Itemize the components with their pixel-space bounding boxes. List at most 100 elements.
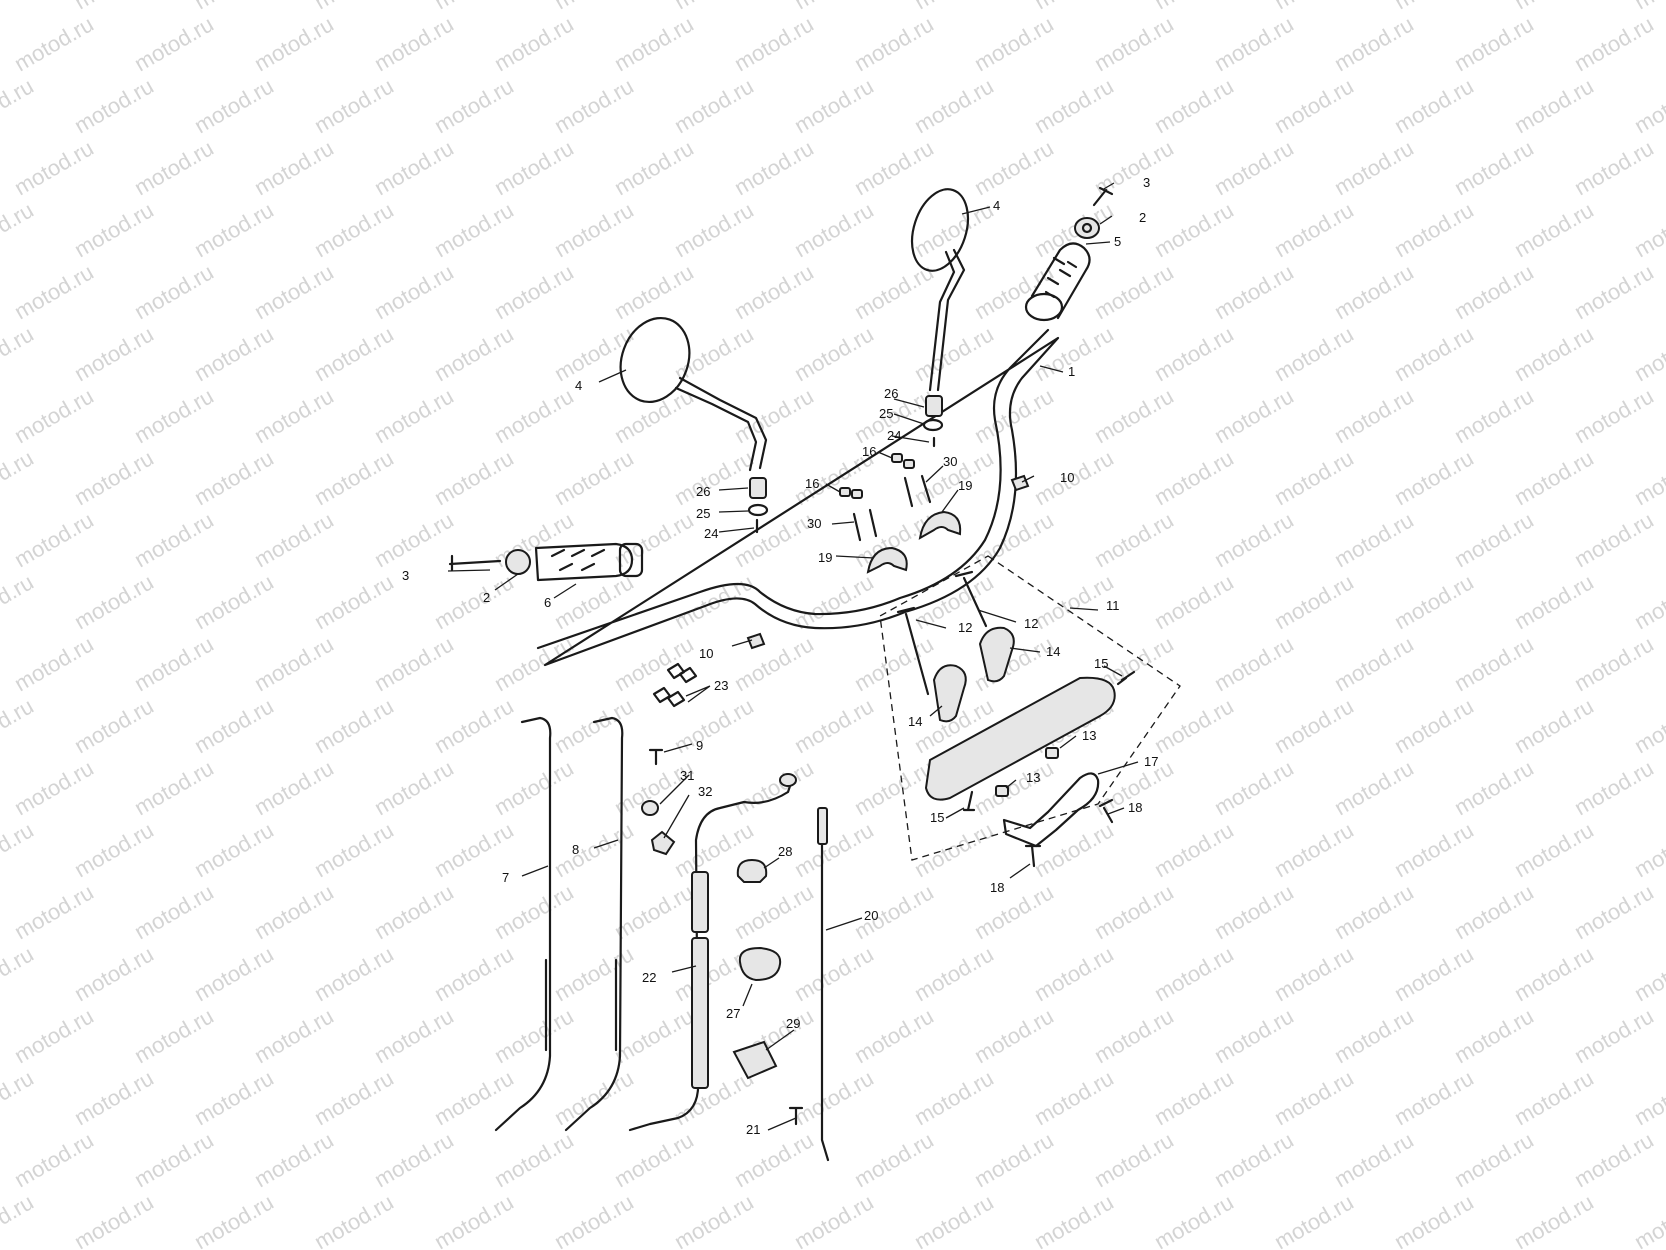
watermark-text: motod.ru <box>190 693 278 758</box>
callout-24-right: 24 <box>887 428 901 443</box>
watermark-text: motod.ru <box>550 321 638 386</box>
watermark-text: motod.ru <box>670 445 758 510</box>
watermark-text: motod.ru <box>1630 445 1666 510</box>
watermark-text: motod.ru <box>250 507 338 572</box>
throttle-cable-8 <box>564 716 624 1132</box>
watermark-text: motod.ru <box>850 1003 938 1068</box>
watermark-text: motod.ru <box>1390 445 1478 510</box>
watermark-text: motod.ru <box>1210 755 1298 820</box>
watermark-text: motod.ru <box>10 755 98 820</box>
watermark-text: motod.ru <box>1630 1189 1666 1250</box>
callout-10-right: 10 <box>1060 470 1074 485</box>
watermark-text: motod.ru <box>490 879 578 944</box>
watermark-text: motod.ru <box>1270 817 1358 882</box>
watermark-text: motod.ru <box>250 383 338 448</box>
clamp-screw-lower-b <box>868 508 878 538</box>
watermark-text: motod.ru <box>1270 941 1358 1006</box>
clamp-nut-right <box>1045 747 1059 759</box>
watermark-text: motod.ru <box>610 1127 698 1192</box>
grommet-31 <box>641 800 660 816</box>
watermark-text: motod.ru <box>1210 135 1298 200</box>
watermark-text: motod.ru <box>10 507 98 572</box>
callout-16-lower: 16 <box>805 476 819 491</box>
watermark-text: motod.ru <box>130 383 218 448</box>
watermark-text: motod.ru <box>430 73 518 138</box>
spacer-lower-b <box>851 489 863 499</box>
watermark-text: motod.ru <box>970 1003 1058 1068</box>
watermark-text: motod.ru <box>670 1189 758 1250</box>
watermark-text: motod.ru <box>1330 135 1418 200</box>
watermark-text: motod.ru <box>610 383 698 448</box>
watermark-text: motod.ru <box>1510 321 1598 386</box>
watermark-text: motod.ru <box>970 135 1058 200</box>
callout-16-upper: 16 <box>862 444 876 459</box>
watermark-text: motod.ru <box>250 1127 338 1192</box>
watermark-text: motod.ru <box>910 1189 998 1250</box>
watermark-text: motod.ru <box>1450 135 1538 200</box>
watermark-text: motod.ru <box>190 569 278 634</box>
watermark-text: motod.ru <box>0 1065 38 1130</box>
watermark-text: motod.ru <box>1090 507 1178 572</box>
watermark-text: motod.ru <box>550 1065 638 1130</box>
watermark-text: motod.ru <box>10 631 98 696</box>
watermark-text: motod.ru <box>1510 1189 1598 1250</box>
fitting-center <box>746 632 766 650</box>
watermark-text: motod.ru <box>10 135 98 200</box>
watermark-text: motod.ru <box>790 73 878 138</box>
callout-3-right: 3 <box>1143 175 1150 190</box>
watermark-text: motod.ru <box>1510 817 1598 882</box>
watermark-text: motod.ru <box>1270 1065 1358 1130</box>
watermark-text: motod.ru <box>1450 259 1538 324</box>
callout-27: 27 <box>726 1006 740 1021</box>
callout-31: 31 <box>680 768 694 783</box>
watermark-text: motod.ru <box>1570 507 1658 572</box>
watermark-text: motod.ru <box>670 693 758 758</box>
watermark-text: motod.ru <box>1030 1189 1118 1250</box>
watermark-text: motod.ru <box>850 135 938 200</box>
watermark-text: motod.ru <box>1510 941 1598 1006</box>
left-mirror <box>619 316 768 472</box>
watermark-text: motod.ru <box>0 1189 38 1250</box>
callout-25-right: 25 <box>879 406 893 421</box>
watermark-text: motod.ru <box>910 321 998 386</box>
callout-21: 21 <box>746 1122 760 1137</box>
watermark-text: motod.ru <box>310 445 398 510</box>
callout-3-left: 3 <box>402 568 409 583</box>
watermark-text: motod.ru <box>1030 817 1118 882</box>
watermark-text: motod.ru <box>250 879 338 944</box>
watermark-text: motod.ru <box>1150 693 1238 758</box>
watermark-text: motod.ru <box>0 693 38 758</box>
watermark-text: motod.ru <box>730 631 818 696</box>
callout-14-left: 14 <box>908 714 922 729</box>
watermark-text: motod.ru <box>1030 941 1118 1006</box>
watermark-text: motod.ru <box>130 507 218 572</box>
watermark-text: motod.ru <box>790 941 878 1006</box>
watermark-text: motod.ru <box>970 879 1058 944</box>
watermark-text: motod.ru <box>130 135 218 200</box>
clamp-screw-upper-b <box>920 474 932 504</box>
watermark-text: motod.ru <box>910 73 998 138</box>
bracket-bolt-right <box>1098 798 1114 824</box>
watermark-text: motod.ru <box>310 941 398 1006</box>
watermark-text: motod.ru <box>1270 321 1358 386</box>
watermark-text: motod.ru <box>250 135 338 200</box>
cable-clip-28 <box>736 858 768 883</box>
callout-10-center: 10 <box>699 646 713 661</box>
watermark-text: motod.ru <box>490 11 578 76</box>
callout-4-right: 4 <box>993 198 1000 213</box>
watermark-text: motod.ru <box>10 259 98 324</box>
callout-23: 23 <box>714 678 728 693</box>
callout-28: 28 <box>778 844 792 859</box>
watermark-text: motod.ru <box>10 879 98 944</box>
watermark-text: motod.ru <box>1630 73 1666 138</box>
watermark-text: motod.ru <box>1210 879 1298 944</box>
watermark-text: motod.ru <box>1330 631 1418 696</box>
watermark-text: motod.ru <box>0 321 38 386</box>
watermark-text: motod.ru <box>1150 941 1238 1006</box>
watermark-text: motod.ru <box>670 73 758 138</box>
watermark-text: motod.ru <box>130 259 218 324</box>
right-grip <box>1024 242 1091 322</box>
riser-right <box>978 626 1015 683</box>
watermark-text: motod.ru <box>490 383 578 448</box>
watermark-text: motod.ru <box>1090 259 1178 324</box>
